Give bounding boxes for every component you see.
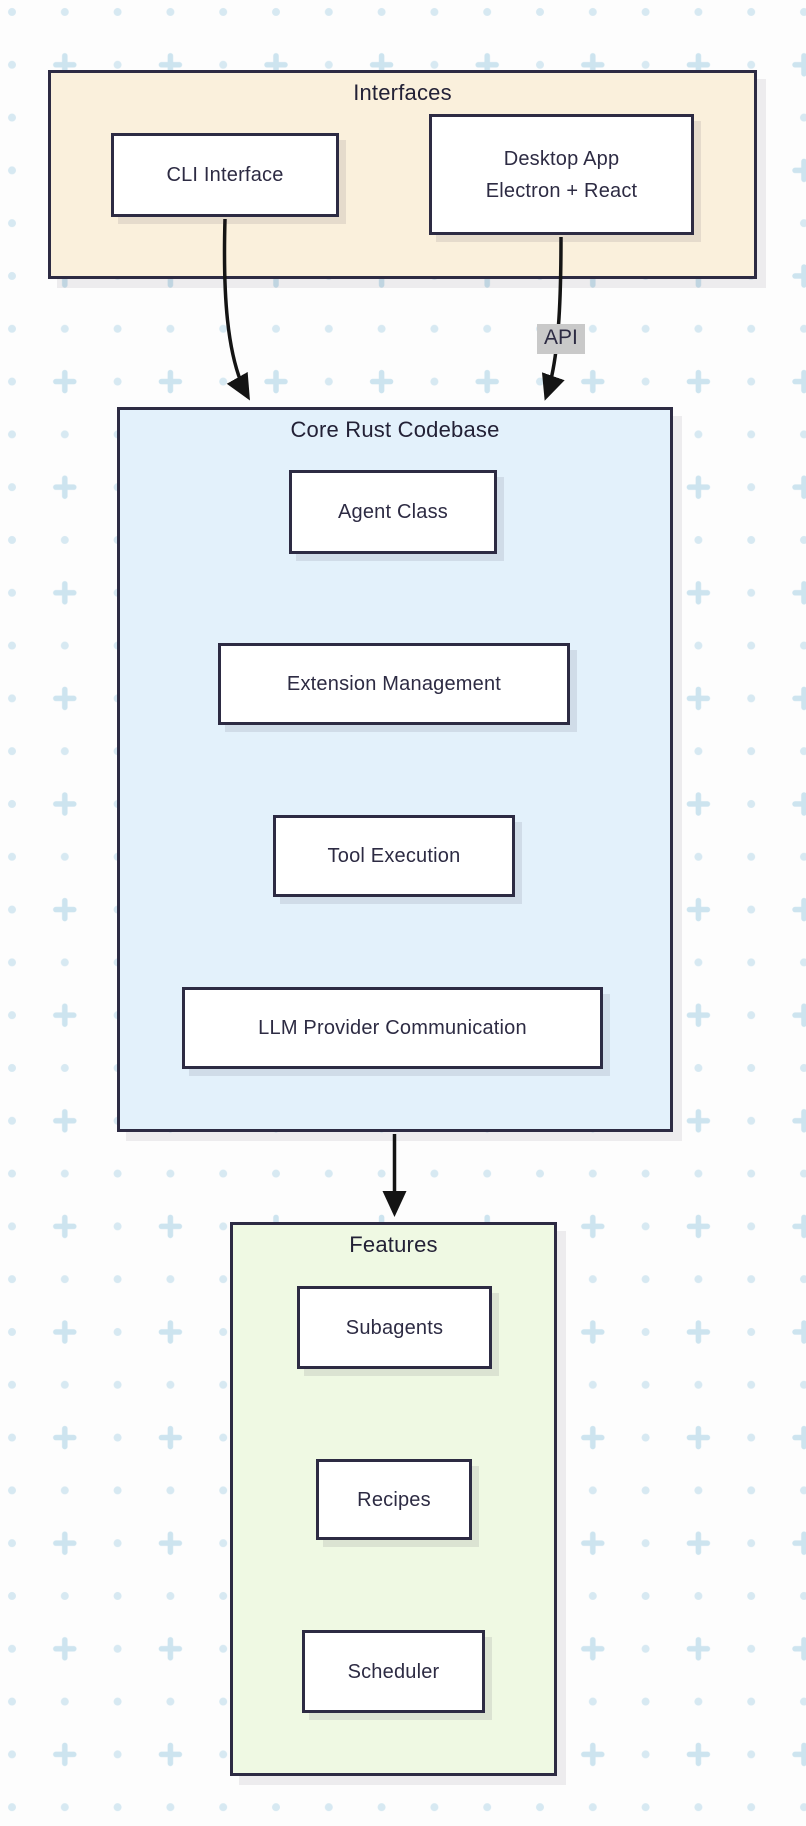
node-tool-execution: Tool Execution <box>273 815 515 897</box>
node-scheduler: Scheduler <box>302 1630 485 1713</box>
node-cli-interface-label: CLI Interface <box>166 164 284 186</box>
node-subagents-label: Subagents <box>345 1316 444 1339</box>
node-recipes-label: Recipes <box>357 1488 431 1511</box>
node-desktop-app-sublabel: Electron + React <box>485 179 638 202</box>
node-agent-class: Agent Class <box>289 470 497 554</box>
node-llm-provider-communication: LLM Provider Communication <box>182 987 603 1069</box>
node-recipes: Recipes <box>316 1459 472 1540</box>
node-extension-management-label: Extension Management <box>286 673 502 695</box>
group-interfaces-title: Interfaces <box>353 80 452 105</box>
node-desktop-app: Desktop App Electron + React <box>429 114 694 235</box>
node-scheduler-label: Scheduler <box>347 1660 440 1683</box>
edge-label-api: API <box>537 324 585 354</box>
node-agent-class-label: Agent Class <box>337 501 449 523</box>
group-features-title: Features <box>349 1232 438 1257</box>
group-core-title: Core Rust Codebase <box>290 417 500 442</box>
node-subagents: Subagents <box>297 1286 492 1369</box>
node-llm-provider-communication-label: LLM Provider Communication <box>258 1017 527 1039</box>
node-tool-execution-label: Tool Execution <box>327 845 461 867</box>
node-extension-management: Extension Management <box>218 643 570 725</box>
node-cli-interface: CLI Interface <box>111 133 339 217</box>
node-desktop-app-label: Desktop App <box>503 147 620 170</box>
